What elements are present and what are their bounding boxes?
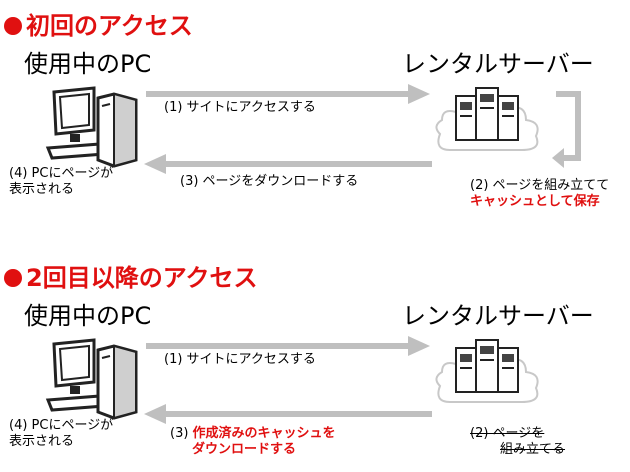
request-arrow [146, 336, 430, 356]
step-3-text: (3) 作成済みのキャッシュを ダウンロードする [170, 426, 336, 457]
step-1-text: (1) サイトにアクセスする [164, 100, 316, 115]
download-arrow [144, 404, 432, 424]
build-return-arrow [552, 91, 581, 168]
section-2-title: 2回目以降のアクセス [4, 258, 258, 293]
section-1-title: 初回のアクセス [4, 6, 193, 41]
step-3-text: (3) ページをダウンロードする [180, 174, 359, 189]
step-2-text: (2) ページを組み立てて キャッシュとして保存 [470, 178, 610, 209]
rental-server-label: レンタルサーバー [402, 50, 594, 78]
rental-server-label: レンタルサーバー [402, 302, 594, 330]
red-bullet-icon [4, 269, 22, 287]
step-4-text: (4) PCにページが 表示される [9, 418, 114, 449]
computer-icon [45, 86, 138, 168]
cache-save-text: キャッシュとして保存 [470, 194, 600, 209]
server-cloud-icon [435, 339, 539, 403]
download-arrow [144, 154, 432, 174]
computer-icon [45, 338, 138, 420]
step-2-struck-text: (2) ページを 組み立てる [470, 426, 566, 457]
step-1-text: (1) サイトにアクセスする [164, 352, 316, 367]
red-bullet-icon [4, 17, 22, 35]
server-cloud-icon [435, 87, 539, 151]
client-pc-label: 使用中のPC [24, 50, 152, 78]
step-4-text: (4) PCにページが 表示される [9, 166, 114, 197]
cached-download-text: 作成済みのキャッシュを [192, 426, 336, 441]
client-pc-label: 使用中のPC [24, 302, 152, 330]
request-arrow [146, 84, 430, 104]
